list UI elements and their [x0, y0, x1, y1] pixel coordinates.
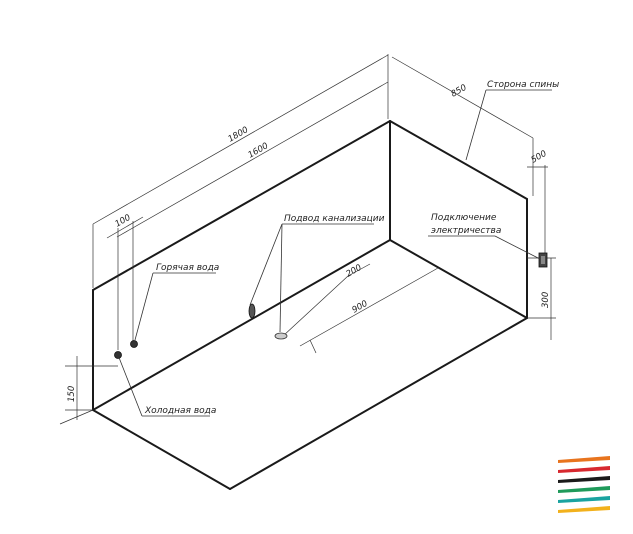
logo-stripe — [558, 476, 610, 483]
top-front-edge — [92, 120, 391, 291]
logo-stripe — [558, 456, 610, 463]
dim-300: 300 — [541, 292, 551, 308]
brand-logo — [558, 456, 610, 513]
hot-water-pipe-icon — [130, 340, 138, 348]
top-right-edge — [389, 120, 528, 200]
hot-water-label: Горячая вода — [156, 263, 219, 273]
floor-drain-icon — [274, 332, 288, 340]
back-side-label: Сторона спины — [487, 80, 559, 90]
logo-stripe — [558, 506, 610, 513]
dimension-lines — [59, 54, 556, 425]
dim-500: 500 — [530, 149, 549, 166]
bathtub-box — [92, 120, 528, 490]
drain-label: Подвод канализации — [284, 214, 385, 224]
logo-stripe — [558, 486, 610, 493]
dim-850: 850 — [450, 83, 469, 100]
bottom-left-edge — [92, 409, 231, 490]
electric-label-line2: электричества — [431, 226, 501, 236]
logo-stripe — [558, 496, 610, 503]
components — [114, 252, 548, 359]
leader-lines — [117, 89, 552, 417]
dim-150: 150 — [67, 386, 77, 402]
floor-back-edge — [92, 239, 391, 411]
floor-right-edge — [389, 239, 528, 319]
cold-water-label: Холодная вода — [144, 406, 216, 416]
logo-stripe — [558, 466, 610, 473]
dim-100: 100 — [114, 213, 133, 230]
dim-900: 900 — [351, 299, 370, 316]
electric-socket-icon — [538, 252, 548, 268]
callout-labels: Сторона спины Горячая вода Подвод канали… — [144, 80, 559, 416]
overflow-drain-icon — [248, 303, 256, 319]
dim-1800: 1800 — [227, 125, 251, 144]
dim-1600: 1600 — [247, 141, 271, 160]
bottom-right-edge — [229, 317, 528, 490]
dimension-texts: 1800 1600 100 850 500 300 150 200 900 — [67, 83, 551, 402]
electric-label-line1: Подключение — [431, 213, 497, 223]
